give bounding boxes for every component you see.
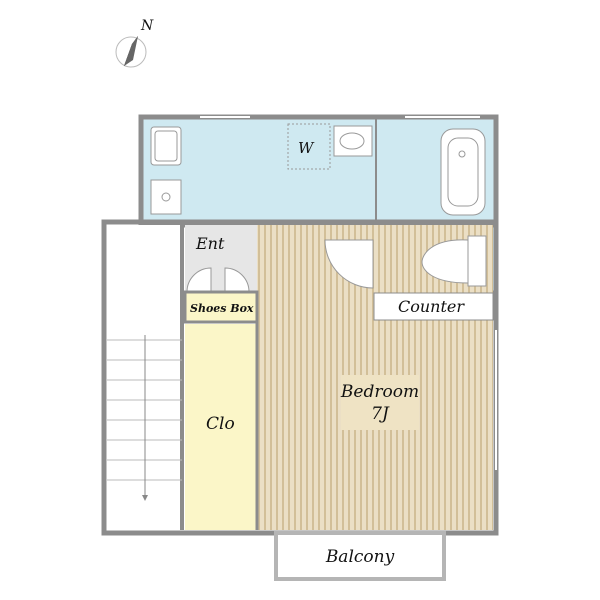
entrance-door-swing-left (186, 267, 212, 293)
closet-label: Clo (206, 414, 235, 434)
bathtub-icon (440, 128, 486, 216)
toilet-icon (421, 239, 469, 284)
balcony (274, 531, 446, 581)
balcony-label: Balcony (325, 547, 395, 567)
bedroom-door-swing (324, 239, 374, 289)
bedroom-size-label: 7J (371, 404, 390, 424)
entrance-door-swing-right (224, 267, 250, 293)
staircase (107, 225, 184, 530)
closet-floor (185, 324, 257, 530)
washer-space (287, 123, 331, 170)
shoes-box-label: Shoes Box (190, 302, 254, 315)
counter-label: Counter (398, 297, 465, 316)
shoes-box (183, 290, 259, 324)
wash-basin (333, 125, 373, 157)
stair-arrow-icon (142, 495, 148, 501)
north-label: N (140, 18, 154, 34)
bedroom-label-box (341, 375, 419, 430)
toilet (421, 235, 487, 287)
basin-icon (339, 132, 365, 150)
compass: N (115, 18, 154, 68)
counter (373, 292, 494, 321)
entrance-label: Ent (195, 234, 225, 253)
bathtub (440, 128, 486, 216)
washroom-label: W (298, 139, 315, 157)
bedroom-label: Bedroom (340, 382, 419, 402)
stove-icon (150, 179, 182, 215)
kitchen (150, 126, 182, 215)
sink-icon (150, 126, 182, 166)
